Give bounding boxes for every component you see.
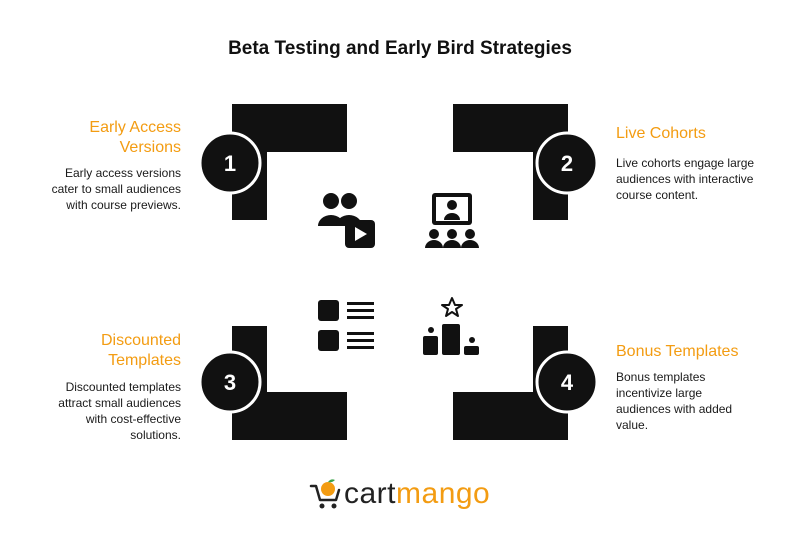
corner-shape-2 [453, 104, 568, 220]
step-4-heading: Bonus Templates [616, 343, 739, 360]
step-3-description: Discounted templates attract small audie… [58, 380, 181, 442]
presentation-audience-icon [425, 193, 479, 248]
users-video-icon [318, 193, 375, 248]
cartmango-logo: cartmango [308, 474, 490, 514]
logo-text-cart: cart [344, 477, 397, 510]
step-2-description: Live cohorts engage large audiences with… [616, 156, 755, 202]
step-2-badge: 2 [535, 131, 599, 195]
template-list-icon [318, 300, 374, 351]
step-4-badge: 4 [535, 350, 599, 414]
step-2-number: 2 [561, 151, 573, 176]
step-4-number: 4 [561, 370, 574, 395]
cart-icon [309, 479, 341, 509]
logo-text-mango: mango [396, 477, 491, 510]
corner-shape-3 [232, 326, 347, 440]
step-1-heading: Early Access Versions [89, 119, 181, 156]
page-title: Beta Testing and Early Bird Strategies [228, 38, 572, 59]
step-3-badge: 3 [198, 350, 262, 414]
podium-star-icon [423, 297, 479, 355]
step-1-number: 1 [224, 151, 236, 176]
corner-shape-4 [453, 326, 568, 440]
step-4-description: Bonus templates incentivize large audien… [616, 370, 733, 432]
step-1-description: Early access versions cater to small aud… [51, 166, 181, 212]
corner-shape-1 [232, 104, 347, 220]
step-1-badge: 1 [198, 131, 262, 195]
step-3-number: 3 [224, 370, 236, 395]
step-3-heading: Discounted Templates [100, 332, 181, 369]
step-2-heading: Live Cohorts [616, 125, 706, 142]
